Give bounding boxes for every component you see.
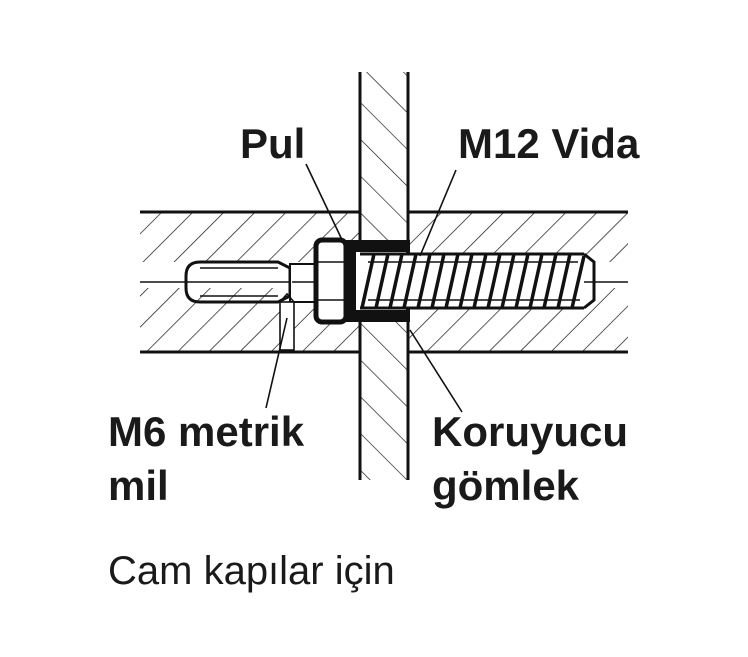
shaft-leader	[265, 317, 288, 409]
washer-label: Pul	[240, 120, 305, 167]
sleeve-label-line2: gömlek	[432, 462, 580, 509]
m12-screw	[360, 252, 596, 310]
sleeve-label-line1: Koruyucu	[432, 408, 628, 455]
caption: Cam kapılar için	[108, 549, 395, 593]
sleeve-leader	[409, 329, 463, 413]
shaft-label-line2: mil	[108, 462, 169, 509]
screw-thread	[360, 253, 586, 309]
screw-leader	[419, 169, 457, 257]
washer-leader	[305, 163, 345, 245]
washer	[313, 237, 356, 325]
screw-label: M12 Vida	[458, 120, 640, 167]
m6-shaft	[184, 260, 317, 351]
shaft-label-line1: M6 metrik	[108, 408, 305, 455]
